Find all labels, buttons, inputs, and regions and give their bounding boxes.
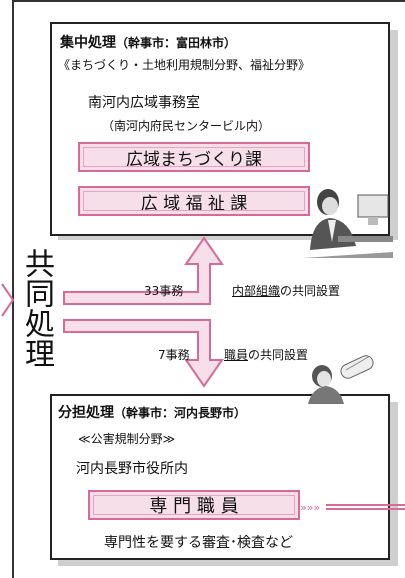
top-box-title-sub: （幹事市：富田林市） xyxy=(116,36,237,50)
note-upper: 内部組織の共同設置 xyxy=(232,282,340,299)
outer-frame xyxy=(12,0,14,578)
chevrons-icon: »»» xyxy=(300,501,320,514)
outgoing-connector: »»» xyxy=(300,501,405,514)
incoming-chevron-icon xyxy=(1,283,15,317)
top-box-title: 集中処理（幹事市：富田林市） xyxy=(60,35,237,51)
bottom-box-domains: ≪公害規制分野≫ xyxy=(78,432,176,446)
note-upper-underlined: 内部組織 xyxy=(232,284,281,298)
bottom-box-title-sub: （幹事市：河内長野市） xyxy=(114,406,247,420)
note-lower-underlined: 職員 xyxy=(224,348,249,362)
count-upper: 33事務 xyxy=(144,284,184,298)
bottom-box-office: 河内長野市役所内 xyxy=(76,461,188,477)
note-lower-rest: の共同設置 xyxy=(248,348,309,362)
outer-frame-top xyxy=(12,0,405,2)
top-box-domains: 《まちづくり・土地利用規制分野、福祉分野》 xyxy=(58,58,311,72)
button-regional-planning[interactable]: 広域まちづくり課 xyxy=(78,142,310,172)
top-box-office: 南河内広域事務室 xyxy=(88,95,200,111)
count-lower: 7事務 xyxy=(158,348,190,362)
bottom-box: 分担処理（幹事市：河内長野市） ≪公害規制分野≫ 河内長野市役所内 専 門 職 … xyxy=(50,394,390,560)
bottom-box-title: 分担処理（幹事市：河内長野市） xyxy=(58,405,247,421)
arrows-diagram xyxy=(63,236,224,388)
top-box: 集中処理（幹事市：富田林市） 《まちづくり・土地利用規制分野、福祉分野》 南河内… xyxy=(50,22,390,236)
joint-processing-label: 共同処理 xyxy=(19,248,54,368)
note-lower: 職員の共同設置 xyxy=(224,346,308,363)
down-arrow-icon xyxy=(63,319,224,388)
staff-woman-illustration xyxy=(308,355,374,404)
office-worker-illustration xyxy=(303,189,393,258)
up-arrow-icon xyxy=(63,236,224,305)
bottom-box-caption: 専門性を要する審査･検査など xyxy=(104,535,293,551)
note-upper-rest: の共同設置 xyxy=(280,284,341,298)
top-box-office-sub: （南河内府民センタービル内） xyxy=(102,119,271,133)
button-specialist-staff[interactable]: 専 門 職 員 xyxy=(88,490,300,520)
button-regional-welfare[interactable]: 広 域 福 祉 課 xyxy=(78,186,310,216)
